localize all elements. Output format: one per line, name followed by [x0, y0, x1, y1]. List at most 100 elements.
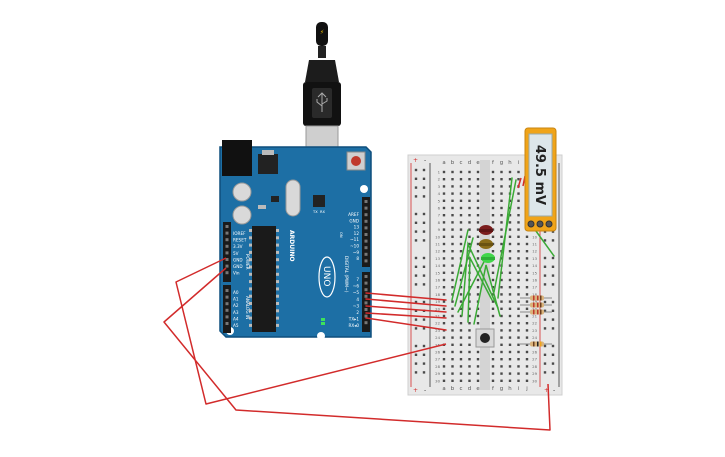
breadboard-hole[interactable] [459, 322, 463, 325]
breadboard-hole[interactable] [517, 322, 520, 325]
breadboard-hole[interactable] [491, 235, 495, 238]
breadboard-hole[interactable] [500, 257, 503, 260]
voltmeter[interactable]: 49.5 mV [524, 127, 557, 232]
breadboard-hole[interactable] [525, 314, 529, 318]
breadboard-hole[interactable] [459, 336, 463, 339]
breadboard-hole[interactable] [508, 350, 512, 354]
breadboard-hole[interactable] [451, 228, 454, 231]
breadboard-hole[interactable] [451, 286, 454, 289]
rail-hole[interactable] [422, 344, 426, 348]
breadboard-hole[interactable] [500, 228, 503, 231]
breadboard-hole[interactable] [459, 264, 463, 267]
breadboard-hole[interactable] [517, 343, 520, 346]
rail-hole[interactable] [551, 344, 555, 348]
rail-hole[interactable] [414, 371, 418, 374]
breadboard-hole[interactable] [508, 293, 512, 296]
header-pin[interactable] [225, 289, 229, 292]
rail-hole[interactable] [422, 300, 426, 304]
breadboard-hole[interactable] [500, 379, 503, 382]
header-pin[interactable] [225, 295, 229, 299]
red-wire-pin3[interactable] [365, 305, 447, 313]
rail-hole[interactable] [551, 274, 555, 277]
breadboard-hole[interactable] [491, 350, 495, 354]
breadboard-hole[interactable] [476, 314, 480, 318]
breadboard-hole[interactable] [451, 379, 454, 382]
green-wire[interactable] [461, 241, 499, 317]
breadboard-hole[interactable] [508, 178, 512, 181]
breadboard-hole[interactable] [442, 278, 446, 282]
breadboard-hole[interactable] [442, 379, 446, 382]
rail-hole[interactable] [414, 239, 418, 242]
rail-hole[interactable] [414, 283, 418, 286]
breadboard-hole[interactable] [442, 307, 446, 310]
breadboard-hole[interactable] [491, 185, 495, 188]
breadboard-hole[interactable] [517, 235, 520, 238]
breadboard-hole[interactable] [451, 278, 454, 282]
breadboard-hole[interactable] [508, 235, 512, 238]
rail-hole[interactable] [422, 168, 426, 172]
rail-hole[interactable] [543, 239, 547, 242]
breadboard-hole[interactable] [508, 300, 512, 303]
breadboard-hole[interactable] [476, 278, 480, 282]
rail-hole[interactable] [414, 195, 418, 198]
breadboard-hole[interactable] [442, 300, 446, 303]
breadboard-hole[interactable] [500, 235, 503, 238]
breadboard-hole[interactable] [451, 314, 454, 318]
breadboard-hole[interactable] [508, 271, 512, 274]
breadboard-hole[interactable] [517, 271, 520, 274]
breadboard-hole[interactable] [442, 365, 446, 368]
breadboard-hole[interactable] [451, 257, 454, 260]
breadboard-hole[interactable] [442, 314, 446, 318]
breadboard-hole[interactable] [491, 170, 495, 174]
breadboard-hole[interactable] [508, 329, 512, 332]
breadboard-hole[interactable] [442, 350, 446, 354]
rail-hole[interactable] [422, 353, 426, 356]
rail-hole[interactable] [414, 221, 418, 224]
rail-hole[interactable] [551, 327, 555, 330]
rail-hole[interactable] [543, 353, 547, 356]
breadboard-hole[interactable] [517, 242, 520, 246]
breadboard-hole[interactable] [442, 170, 446, 174]
breadboard-hole[interactable] [517, 192, 520, 195]
header-pin[interactable] [364, 206, 368, 210]
rail-hole[interactable] [414, 318, 418, 321]
breadboard-hole[interactable] [442, 185, 446, 188]
reset-button-cap[interactable] [351, 156, 361, 166]
breadboard-hole[interactable] [508, 250, 512, 253]
rail-hole[interactable] [422, 318, 426, 321]
breadboard-hole[interactable] [442, 264, 446, 267]
breadboard-hole[interactable] [459, 178, 463, 181]
breadboard-hole[interactable] [476, 358, 480, 361]
breadboard-hole[interactable] [476, 214, 480, 217]
red-wire-gnd[interactable] [163, 267, 551, 431]
header-pin[interactable] [225, 308, 229, 312]
breadboard-hole[interactable] [459, 170, 463, 174]
rail-hole[interactable] [543, 283, 547, 286]
breadboard-hole[interactable] [459, 329, 463, 332]
header-pin[interactable] [225, 238, 229, 242]
header-pin[interactable] [364, 281, 368, 285]
red-probe-wire[interactable] [517, 177, 522, 189]
breadboard-hole[interactable] [500, 214, 503, 217]
breadboard-hole[interactable] [517, 372, 520, 375]
breadboard-hole[interactable] [468, 206, 471, 210]
breadboard-hole[interactable] [525, 379, 529, 382]
breadboard-hole[interactable] [442, 228, 446, 231]
breadboard-hole[interactable] [500, 322, 503, 325]
breadboard-hole[interactable] [525, 307, 529, 310]
breadboard-hole[interactable] [468, 350, 471, 354]
rail-hole[interactable] [414, 274, 418, 277]
breadboard-hole[interactable] [459, 350, 463, 354]
breadboard-hole[interactable] [491, 293, 495, 296]
red-signal-wires[interactable] [365, 292, 447, 331]
rail-hole[interactable] [422, 230, 426, 233]
header-pin[interactable] [364, 321, 368, 325]
rail-hole[interactable] [551, 256, 555, 260]
breadboard-hole[interactable] [517, 379, 520, 382]
breadboard-hole[interactable] [476, 307, 480, 310]
breadboard-hole[interactable] [451, 322, 454, 325]
breadboard-hole[interactable] [491, 300, 495, 303]
rail-hole[interactable] [422, 212, 426, 216]
breadboard-hole[interactable] [476, 372, 480, 375]
